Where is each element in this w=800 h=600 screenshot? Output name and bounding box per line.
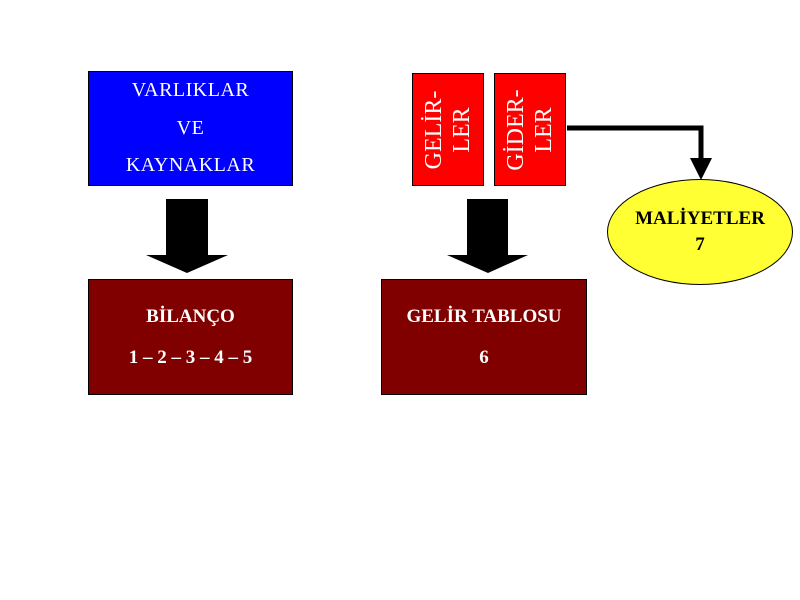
varliklar-label: VARLIKLAR bbox=[131, 79, 250, 101]
giderler-line-2: LER bbox=[531, 106, 557, 153]
bilanco-accounts: 1 – 2 – 3 – 4 – 5 bbox=[128, 347, 253, 368]
ve-label: VE bbox=[176, 116, 205, 139]
maliyetler-ellipse: MALİYETLER 7 bbox=[607, 179, 793, 285]
arrowhead-to-maliyetler bbox=[690, 158, 712, 180]
arrow-gelirler-to-gelir-tablosu bbox=[447, 199, 528, 273]
varliklar-kaynaklar-box: VARLIKLAR VE KAYNAKLAR bbox=[88, 71, 293, 186]
gelirler-line-2: LER bbox=[449, 106, 475, 153]
giderler-line-1: GİDER- bbox=[503, 88, 529, 171]
gelirler-box: GELİR- LER bbox=[412, 73, 484, 186]
giderler-box: GİDER- LER bbox=[494, 73, 566, 186]
gelirler-line-1: GELİR- bbox=[421, 90, 447, 169]
arrow-varliklar-to-bilanco bbox=[146, 199, 228, 273]
gelir-tablosu-title: GELİR TABLOSU bbox=[406, 306, 562, 327]
gelirler-vertical-label: GELİR- LER bbox=[420, 90, 476, 169]
gelir-tablosu-box: GELİR TABLOSU 6 bbox=[381, 279, 587, 395]
giderler-vertical-label: GİDER- LER bbox=[502, 89, 558, 170]
gelir-tablosu-account: 6 bbox=[479, 347, 489, 368]
bilanco-box: BİLANÇO 1 – 2 – 3 – 4 – 5 bbox=[88, 279, 293, 395]
maliyetler-account: 7 bbox=[695, 234, 705, 255]
maliyetler-title: MALİYETLER bbox=[635, 208, 765, 229]
bilanco-title: BİLANÇO bbox=[146, 306, 235, 327]
connector-giderler-to-maliyetler bbox=[567, 125, 704, 162]
kaynaklar-label: KAYNAKLAR bbox=[125, 154, 256, 177]
